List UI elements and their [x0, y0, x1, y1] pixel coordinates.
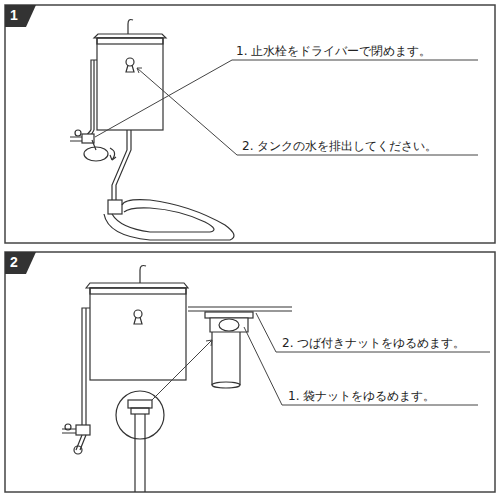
drawing-stroke	[70, 137, 82, 141]
drawing-stroke	[91, 60, 97, 130]
drawing-stroke	[126, 65, 134, 72]
drawing-stroke	[256, 313, 490, 352]
drawing-stroke	[244, 327, 478, 405]
instruction-text: 2. タンクの水を排出してください。	[240, 138, 439, 154]
drawing-stroke	[5, 5, 36, 27]
drawing-stroke	[104, 200, 234, 240]
stop-valve-1	[70, 130, 116, 161]
drawing-stroke	[205, 312, 253, 318]
drawing-stroke	[97, 38, 163, 130]
drawing-stroke	[90, 288, 186, 380]
drawing-stroke	[135, 414, 145, 492]
drawing-stroke	[110, 155, 116, 160]
drawing-stroke	[188, 307, 292, 311]
instruction-text: 2. つば付きナットをゆるめます。	[280, 335, 467, 351]
drawing-stroke	[140, 266, 146, 285]
drawing-stroke	[128, 400, 152, 408]
drawing-stroke	[76, 425, 90, 435]
drawing-stroke	[95, 60, 478, 137]
drawing-stroke	[5, 252, 495, 492]
drawing-stroke	[112, 208, 214, 232]
drawing-stroke	[131, 408, 149, 414]
toilet-bowl	[104, 200, 234, 240]
drawing-stroke	[82, 308, 90, 425]
step-number: 2	[10, 254, 18, 270]
flush-pipe-detail	[116, 391, 164, 492]
drawing-stroke	[212, 382, 240, 388]
drawing-stroke	[108, 200, 122, 214]
step-number: 1	[10, 7, 18, 23]
drawing-stroke	[128, 20, 133, 36]
drawing-stroke	[116, 391, 164, 439]
leader-line	[152, 313, 490, 405]
drawing-stroke	[210, 318, 248, 332]
instruction-text: 1. 止水栓をドライバーで閉めます。	[234, 43, 433, 59]
drawing-stroke	[137, 68, 478, 155]
flange-nut-assembly	[188, 307, 292, 388]
drawing-stroke	[219, 319, 239, 331]
drawing-stroke	[5, 252, 36, 274]
tank-1	[91, 20, 166, 201]
leader-line	[95, 60, 478, 155]
panel-frame	[5, 5, 495, 492]
drawing-stroke	[97, 38, 163, 44]
drawing-stroke	[112, 130, 131, 200]
drawing-stroke	[152, 340, 212, 400]
drawing-stroke	[5, 5, 495, 243]
drawing-stroke	[90, 288, 186, 294]
drawing-stroke	[126, 58, 134, 66]
drawing-stroke	[74, 446, 82, 454]
drawing-stroke	[212, 332, 240, 385]
drawing-stroke	[65, 424, 71, 430]
drawing-stroke	[92, 140, 96, 150]
stop-valve-2	[62, 424, 90, 454]
drawing-stroke	[137, 68, 142, 73]
drawing-stroke	[75, 130, 81, 136]
instruction-text: 1. 袋ナットをゆるめます。	[286, 388, 437, 404]
drawing-stroke	[134, 310, 142, 318]
drawing-stroke	[86, 283, 188, 288]
drawing-stroke	[134, 317, 142, 324]
